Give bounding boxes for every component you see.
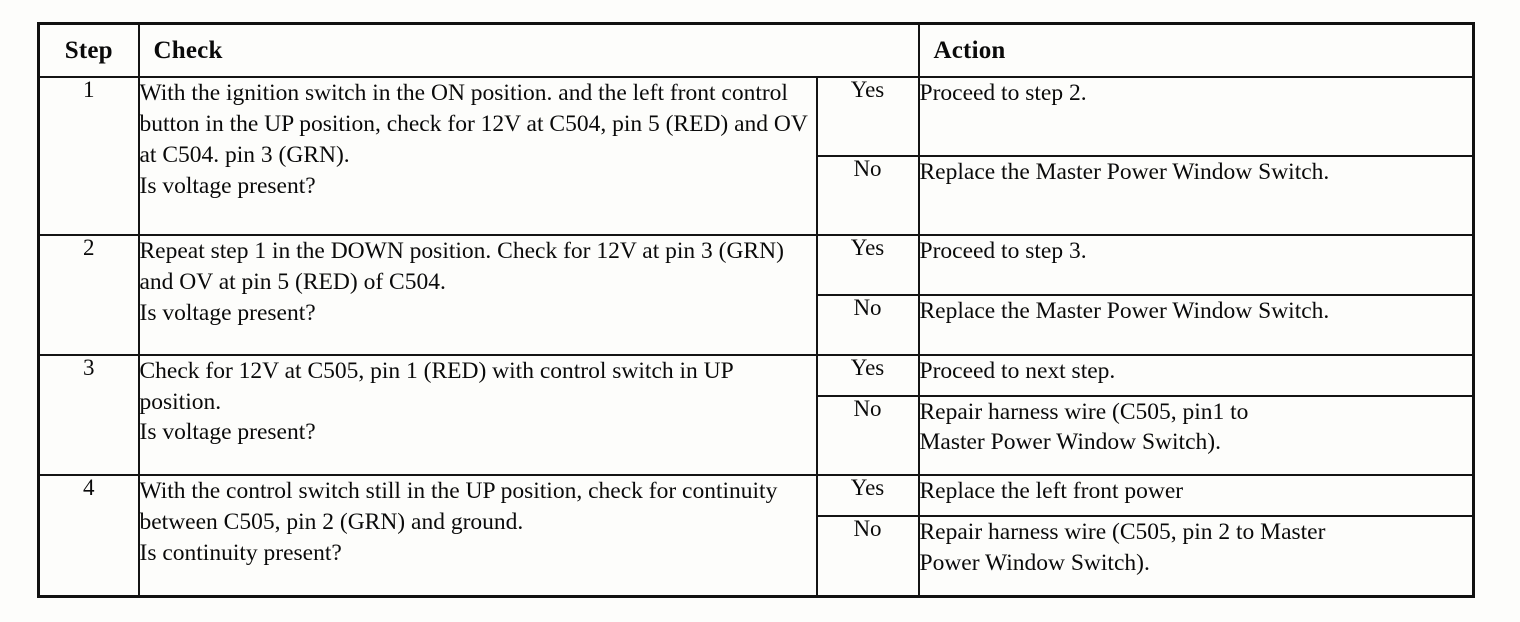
action-text-no-1: Replace the Master Power Window Switch.	[917, 155, 1475, 237]
answer-label-no-2: No	[815, 293, 920, 356]
action-text-yes-4: Replace the left front power	[917, 474, 1475, 518]
step-number-cell-3: 3	[37, 353, 140, 477]
table-header-row: Step Check Action	[37, 22, 1475, 78]
answer-label-yes-1: Yes	[815, 75, 920, 158]
table-row: 3 Check for 12V at C505, pin 1 (RED) wit…	[37, 353, 1475, 477]
table-row: 4 With the control switch still in the U…	[37, 474, 1475, 598]
check-text-cell-2: Repeat step 1 in the DOWN position. Chec…	[137, 234, 818, 356]
column-header-check-label: Check	[153, 37, 223, 64]
check-text-cell-3: Check for 12V at C505, pin 1 (RED) with …	[137, 353, 818, 477]
table-row: No Repair harness wire (C505, pin1 to Ma…	[39, 394, 1475, 477]
table-row: 2 Repeat step 1 in the DOWN position. Ch…	[37, 234, 1475, 356]
table-row: No Replace the Master Power Window Switc…	[39, 293, 1475, 356]
column-header-action: Action	[917, 22, 1475, 78]
step-number-cell-1: 1	[37, 75, 140, 237]
step-number-cell-4: 4	[37, 474, 140, 598]
check-text-cell-4: With the control switch still in the UP …	[137, 474, 818, 598]
answer-label-yes-3: Yes	[815, 353, 920, 397]
action-text-yes-1: Proceed to step 2.	[917, 75, 1475, 158]
step-number-cell-2: 2	[37, 234, 140, 356]
column-header-step-label: Step	[64, 37, 113, 64]
action-text-yes-2: Proceed to step 3.	[917, 234, 1475, 296]
answer-label-no-4: No	[815, 515, 920, 598]
action-text-yes-3: Proceed to next step.	[917, 353, 1475, 397]
answer-label-no-3: No	[815, 394, 920, 477]
action-text-no-3: Repair harness wire (C505, pin1 to Maste…	[917, 394, 1475, 477]
diagnostic-troubleshooting-table: Step Check Action 1 With the ignition sw…	[37, 22, 1475, 598]
column-header-step: Step	[37, 22, 140, 78]
action-text-no-2: Replace the Master Power Window Switch.	[917, 293, 1475, 356]
column-header-check: Check	[137, 22, 920, 78]
table-row: No Replace the Master Power Window Switc…	[39, 155, 1475, 237]
column-header-action-label: Action	[933, 37, 1006, 64]
check-text-cell-1: With the ignition switch in the ON posit…	[137, 75, 818, 237]
table-row: 1 With the ignition switch in the ON pos…	[37, 75, 1475, 237]
answer-label-no-1: No	[815, 155, 920, 237]
table-row: No Repair harness wire (C505, pin 2 to M…	[39, 515, 1475, 598]
answer-label-yes-2: Yes	[815, 234, 920, 296]
answer-label-yes-4: Yes	[815, 474, 920, 518]
action-text-no-4: Repair harness wire (C505, pin 2 to Mast…	[917, 515, 1475, 598]
